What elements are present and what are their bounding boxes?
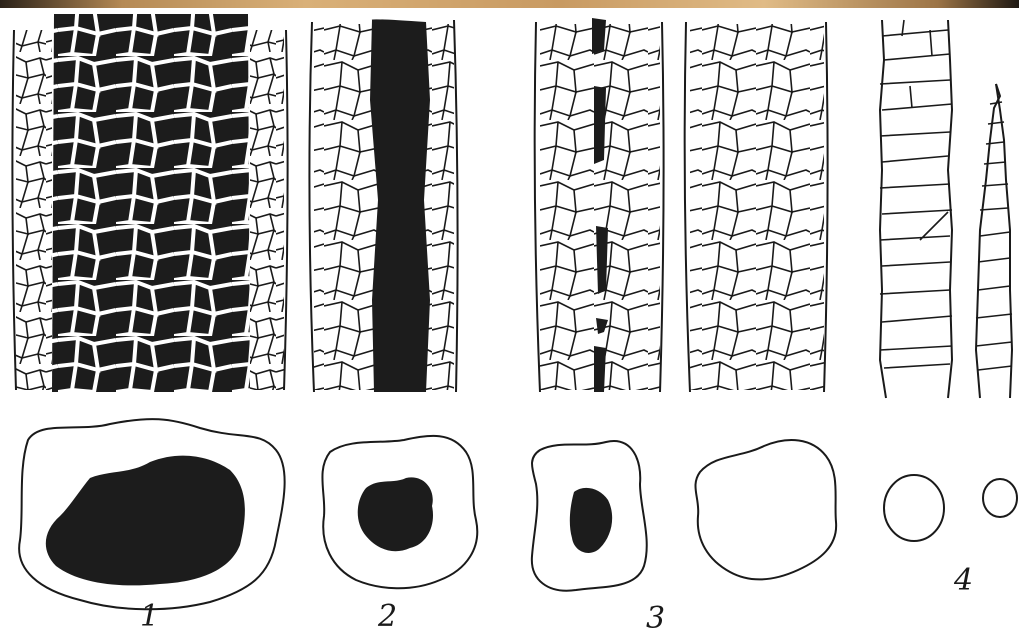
figure-label-2: 2 [378, 602, 397, 632]
hair-1-cross-section [19, 419, 284, 609]
figure-label-1: 1 [140, 602, 159, 632]
hair-3a-cross-section [532, 441, 647, 591]
hair-3a-longitudinal [535, 18, 664, 392]
hair-2-cross-section [322, 436, 477, 588]
figure-label-3: 3 [646, 604, 665, 634]
hair-2-longitudinal [309, 19, 457, 392]
hair-4a-longitudinal [880, 20, 952, 398]
hair-4-cross-sections [884, 475, 1017, 541]
hair-3b-cross-section [695, 440, 836, 579]
hair-4b-longitudinal [976, 84, 1012, 398]
hair-3b-longitudinal [685, 22, 828, 392]
hair-1-longitudinal [12, 14, 287, 392]
figure-label-4: 4 [954, 566, 973, 596]
